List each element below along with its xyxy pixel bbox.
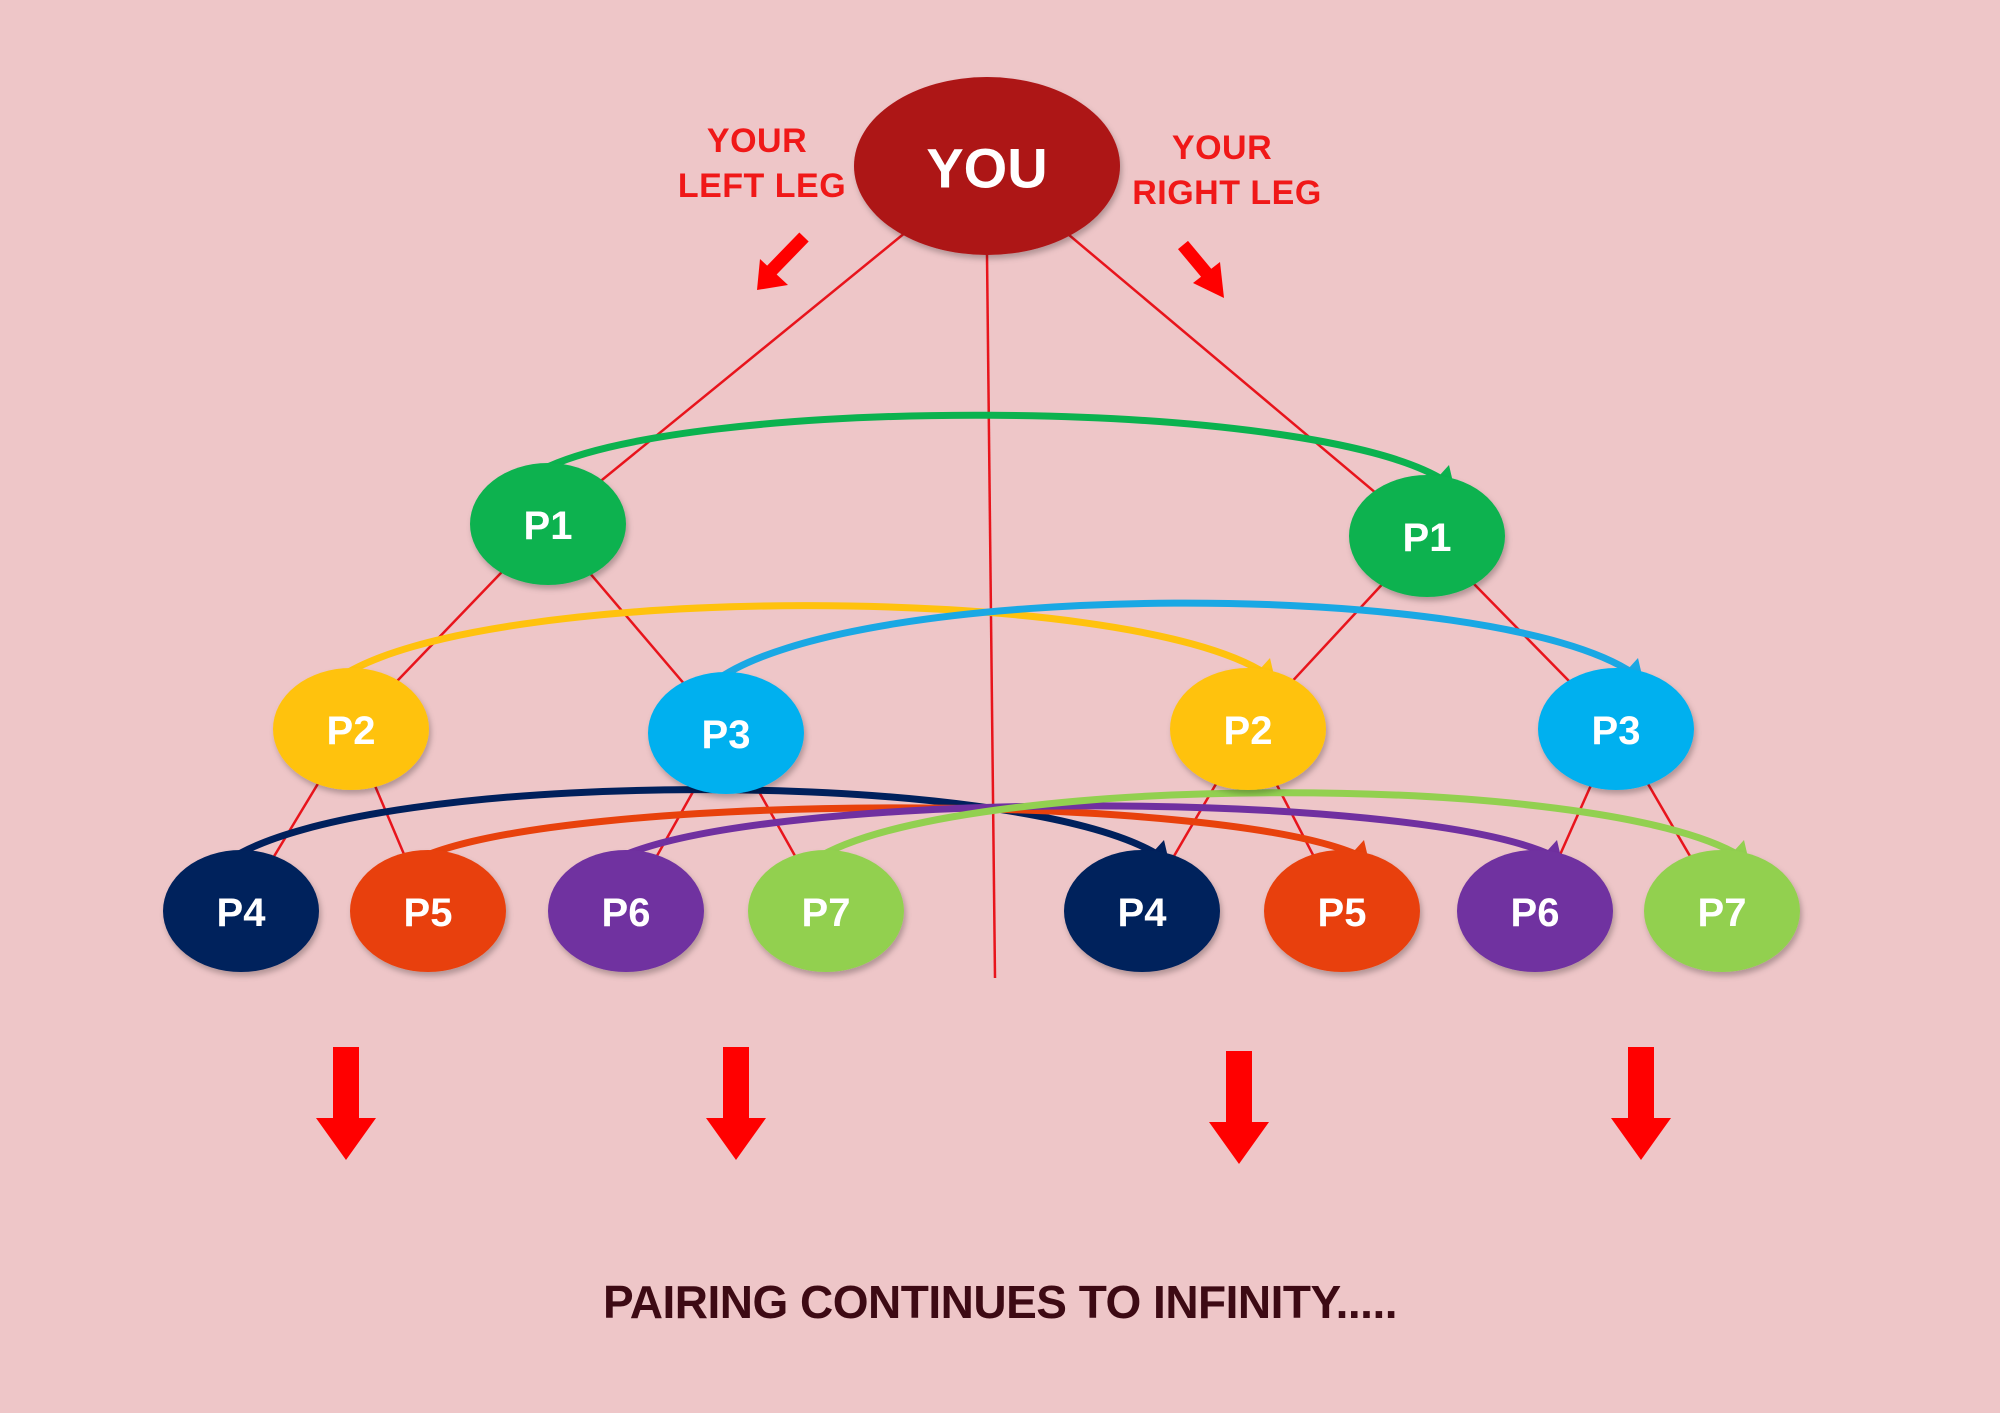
down-arrow-icon xyxy=(706,1047,766,1160)
node-l-p4: P4 xyxy=(163,850,319,972)
node-r-p1: P1 xyxy=(1349,475,1505,597)
pairing-arc-5 xyxy=(412,804,1370,866)
left-leg-label: YOUR LEFT LEG xyxy=(678,122,846,205)
node-label: P7 xyxy=(802,891,851,935)
left-leg-label-line1: YOUR xyxy=(707,122,807,160)
pairing-arc-1 xyxy=(532,411,1455,491)
node-r-p6: P6 xyxy=(1457,850,1613,972)
node-label: P4 xyxy=(1118,891,1168,935)
right-leg-label-line1: YOUR xyxy=(1172,129,1272,167)
right-leg-label: YOUR RIGHT LEG xyxy=(1132,129,1322,212)
node-label: P3 xyxy=(1592,709,1641,753)
node-label: P6 xyxy=(1511,891,1560,935)
node-l-p7: P7 xyxy=(748,850,904,972)
node-label: P3 xyxy=(702,713,751,757)
node-label: P1 xyxy=(1403,516,1452,560)
node-label: P7 xyxy=(1698,891,1747,935)
right-leg-arrow-icon xyxy=(1178,240,1224,298)
node-r-p3: P3 xyxy=(1538,668,1694,790)
footer-caption: PAIRING CONTINUES TO INFINITY..... xyxy=(603,1276,1397,1328)
node-r-p4: P4 xyxy=(1064,850,1220,972)
node-label: P6 xyxy=(602,891,651,935)
node-l-p5: P5 xyxy=(350,850,506,972)
node-l-p6: P6 xyxy=(548,850,704,972)
center-divider-line xyxy=(985,254,997,979)
node-label: P5 xyxy=(1318,891,1367,935)
node-l-p2: P2 xyxy=(273,668,429,790)
node-l-p3: P3 xyxy=(648,672,804,794)
node-r-p7: P7 xyxy=(1644,850,1800,972)
root-node-you: YOU xyxy=(854,77,1120,255)
node-label: P2 xyxy=(1224,709,1273,753)
right-leg-label-line2: RIGHT LEG xyxy=(1132,174,1322,212)
down-arrow-icon xyxy=(1209,1051,1269,1164)
down-arrow-icon xyxy=(1611,1047,1671,1160)
node-l-p1: P1 xyxy=(470,463,626,585)
node-label: P1 xyxy=(524,504,573,548)
node-r-p2: P2 xyxy=(1170,668,1326,790)
left-leg-arrow-icon xyxy=(757,232,809,290)
node-r-p5: P5 xyxy=(1264,850,1420,972)
node-label: P2 xyxy=(327,709,376,753)
down-arrow-icon xyxy=(316,1047,376,1160)
node-label: P5 xyxy=(404,891,453,935)
node-label: P4 xyxy=(217,891,267,935)
pairing-arc-4 xyxy=(225,786,1170,866)
left-leg-label-line2: LEFT LEG xyxy=(678,167,846,205)
node-label: YOU xyxy=(926,137,1047,200)
